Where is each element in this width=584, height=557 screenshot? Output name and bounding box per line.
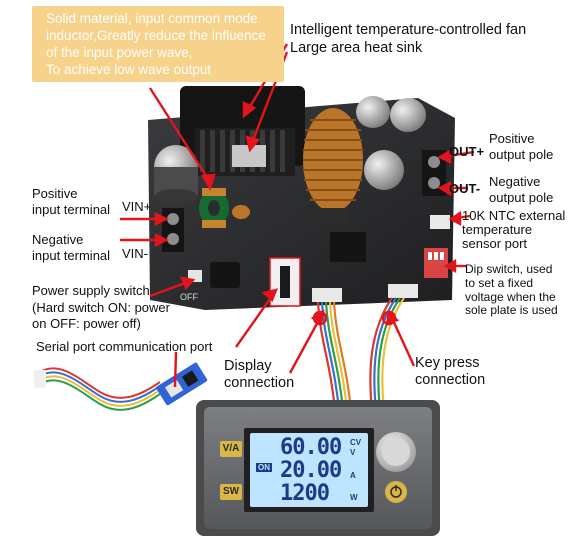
ntc-label-3: sensor port bbox=[462, 236, 528, 251]
positive-output-label-2: output pole bbox=[489, 147, 554, 162]
callout-line-1: Solid material, input common mode bbox=[46, 11, 258, 26]
heat-sink bbox=[195, 128, 295, 176]
display-connection-label-2: connection bbox=[224, 375, 295, 391]
dip-label-1: Dip switch, used bbox=[465, 262, 553, 276]
vin-minus-label: VIN- bbox=[122, 246, 148, 261]
voltage-readout: 60.00 bbox=[280, 435, 342, 460]
power-switch-label-1: Power supply switch bbox=[32, 283, 150, 298]
serial-communication-module bbox=[34, 362, 208, 411]
key-connection-label-1: Key press bbox=[415, 355, 480, 371]
voltage-unit: V bbox=[350, 448, 356, 457]
pcb-board bbox=[148, 86, 455, 310]
capacitors bbox=[154, 96, 426, 205]
dip-label-3: voltage when the bbox=[465, 290, 556, 304]
ntc-label-1: 10K NTC external bbox=[462, 208, 566, 223]
power-unit: W bbox=[350, 493, 358, 502]
ntc-port bbox=[430, 215, 450, 229]
fan-label: Intelligent temperature-controlled fan bbox=[290, 22, 527, 38]
negative-input-label-1: Negative bbox=[32, 232, 84, 247]
negative-output-label-1: Negative bbox=[489, 174, 541, 189]
out-minus-label: OUT- bbox=[449, 181, 481, 196]
display-connection-label-1: Display bbox=[224, 358, 272, 374]
board-off-marking: OFF bbox=[180, 292, 198, 302]
power-switch-label-2: (Hard switch ON: power bbox=[32, 300, 170, 315]
negative-input-label-2: input terminal bbox=[32, 248, 111, 263]
negative-output-label-2: output pole bbox=[489, 190, 554, 205]
power-switch-label-3: on OFF: power off) bbox=[32, 316, 141, 331]
power-readout: 1200 bbox=[280, 481, 330, 506]
output-button-ring bbox=[385, 481, 407, 503]
cv-indicator: CV bbox=[350, 438, 362, 447]
callout-line-2: inductor,Greatly reduce the influence bbox=[46, 28, 266, 43]
knob-hit-area[interactable] bbox=[376, 432, 416, 472]
callout-line-4: To achieve low wave output bbox=[46, 62, 212, 77]
inductor-callout: Solid material, input common mode induct… bbox=[32, 6, 284, 82]
key-cable bbox=[369, 297, 405, 411]
current-readout: 20.00 bbox=[280, 458, 342, 483]
va-button[interactable]: V/A bbox=[220, 441, 242, 457]
dip-switch-part bbox=[424, 248, 448, 278]
current-unit: A bbox=[350, 471, 356, 480]
output-toggle-button[interactable] bbox=[385, 481, 407, 503]
toroid-inductor bbox=[303, 108, 363, 222]
dip-label-2: to set a fixed bbox=[465, 276, 534, 290]
callout-line-3: of the input power wave, bbox=[46, 45, 193, 60]
serial-port-label: Serial port communication port bbox=[36, 339, 213, 354]
positive-input-label-1: Positive bbox=[32, 186, 78, 201]
heatsink-label: Large area heat sink bbox=[290, 40, 423, 56]
lcd-screen: 60.00 CV V ON 20.00 A 1200 W bbox=[250, 433, 368, 507]
vin-plus-label: VIN+ bbox=[122, 199, 152, 214]
out-plus-label: OUT+ bbox=[449, 144, 485, 159]
input-terminal-block bbox=[162, 208, 184, 252]
dip-label-4: sole plate is used bbox=[465, 303, 558, 317]
input-common-mode-inductor bbox=[199, 188, 250, 228]
key-connection-label-2: connection bbox=[415, 372, 486, 388]
positive-output-label-1: Positive bbox=[489, 131, 535, 146]
red-pointer-arrows bbox=[120, 43, 475, 388]
sw-button[interactable]: SW bbox=[220, 484, 242, 500]
on-indicator: ON bbox=[256, 463, 272, 472]
positive-input-label-2: input terminal bbox=[32, 202, 111, 217]
ntc-label-2: temperature bbox=[462, 222, 533, 237]
